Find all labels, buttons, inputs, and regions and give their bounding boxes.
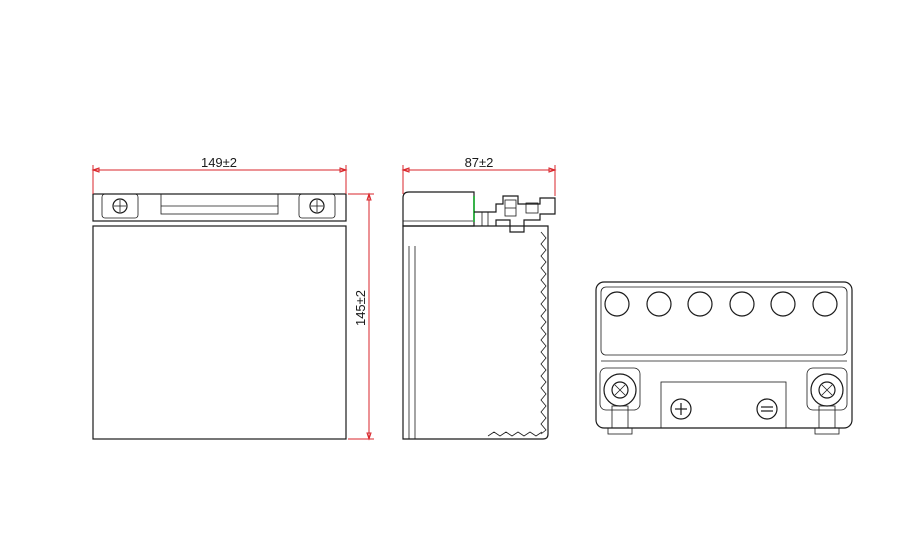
front-lid bbox=[92, 193, 347, 222]
vent-caps bbox=[604, 291, 838, 317]
front-terminal-pocket-left bbox=[101, 193, 139, 219]
length-label: 149±2 bbox=[201, 155, 237, 170]
front-terminal-bolt-right bbox=[309, 198, 325, 214]
side-wall-hatching bbox=[540, 231, 547, 435]
vent-cap-icon bbox=[812, 291, 838, 317]
side-base-hatching bbox=[487, 431, 543, 437]
front-view bbox=[92, 193, 347, 440]
front-lid-recess bbox=[160, 193, 279, 215]
top-terminal-left bbox=[599, 367, 641, 435]
vent-cap-icon bbox=[604, 291, 630, 317]
vent-cap-icon bbox=[770, 291, 796, 317]
front-body bbox=[92, 225, 347, 440]
vent-cap-icon bbox=[729, 291, 755, 317]
side-body bbox=[402, 225, 549, 440]
height-label: 145±2 bbox=[353, 290, 368, 326]
top-terminal-right bbox=[806, 367, 848, 435]
side-view bbox=[402, 191, 556, 440]
front-terminal-pocket-right bbox=[298, 193, 336, 219]
top-view bbox=[595, 281, 853, 435]
positive-terminal-icon bbox=[670, 398, 692, 420]
side-terminal-block bbox=[474, 195, 556, 233]
side-lid bbox=[402, 191, 475, 227]
top-vent-strip bbox=[600, 286, 848, 356]
negative-terminal-icon bbox=[756, 398, 778, 420]
vent-cap-icon bbox=[687, 291, 713, 317]
dimension-width: 87±2 bbox=[401, 155, 557, 196]
top-label-recess bbox=[660, 381, 787, 429]
dimension-length: 149±2 bbox=[91, 155, 348, 194]
front-terminal-bolt-left bbox=[112, 198, 128, 214]
side-terminal-nut bbox=[525, 202, 539, 214]
vent-cap-icon bbox=[646, 291, 672, 317]
width-label: 87±2 bbox=[465, 155, 494, 170]
dimension-height: 145±2 bbox=[348, 192, 374, 441]
